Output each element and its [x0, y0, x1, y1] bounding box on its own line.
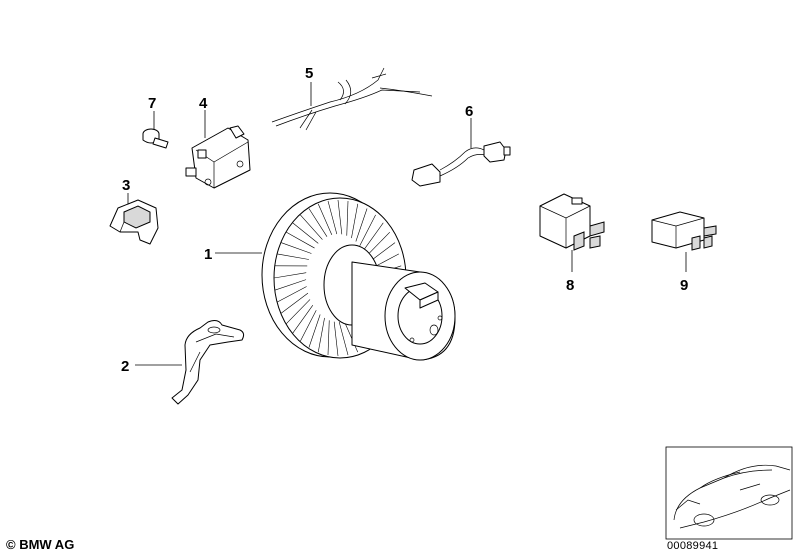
copyright-text: © BMW AG [6, 537, 75, 552]
fan-blade [286, 299, 311, 325]
bracket-part[interactable] [171, 320, 245, 405]
document-number: 00089941 [667, 540, 719, 552]
fan-blade [300, 310, 317, 342]
fan-blade [280, 242, 312, 254]
clip-part[interactable] [109, 199, 159, 245]
vehicle-thumbnail [665, 446, 793, 540]
callout-2[interactable]: 2 [121, 358, 129, 375]
relay-part-9[interactable] [651, 211, 717, 251]
fan-blade [308, 314, 321, 348]
callout-3[interactable]: 3 [122, 177, 130, 194]
fan-blade [337, 199, 343, 235]
callout-4[interactable]: 4 [199, 95, 208, 112]
callout-7[interactable]: 7 [148, 95, 156, 112]
fan-blade [300, 214, 323, 240]
fan-blade [338, 321, 349, 356]
fan-blade [346, 200, 349, 236]
bolt-part[interactable] [142, 128, 169, 149]
fan-blade [292, 304, 314, 334]
callout-1[interactable]: 1 [204, 246, 212, 263]
fan-blade [280, 292, 309, 314]
cable-adapter-part[interactable] [411, 141, 511, 187]
callout-6[interactable]: 6 [465, 103, 473, 120]
fan-blade [274, 279, 307, 291]
fan-blade [362, 222, 384, 252]
fan-blade [273, 272, 307, 279]
fan-blade [317, 203, 333, 235]
fan-blade [333, 321, 339, 357]
wiring-harness-part[interactable] [271, 67, 433, 131]
fan-blade [277, 253, 310, 260]
fan-blade [276, 286, 307, 303]
fan-blade [359, 214, 376, 246]
fan-blade [317, 317, 325, 353]
fan-blade [351, 203, 359, 239]
fan-blade [327, 320, 330, 356]
control-unit-part[interactable] [185, 125, 251, 189]
fan-blade [327, 200, 338, 235]
blower-motor-part[interactable] [261, 192, 456, 361]
fan-blade [286, 231, 315, 249]
fan-blade [365, 231, 390, 257]
relay-part-8[interactable] [539, 193, 605, 251]
fan-blade [292, 222, 319, 244]
fan-blade [308, 208, 328, 237]
fan-blade [343, 321, 359, 353]
callout-5[interactable]: 5 [305, 65, 313, 82]
callout-9[interactable]: 9 [680, 277, 688, 294]
callout-8[interactable]: 8 [566, 277, 574, 294]
fan-blade [355, 208, 368, 242]
